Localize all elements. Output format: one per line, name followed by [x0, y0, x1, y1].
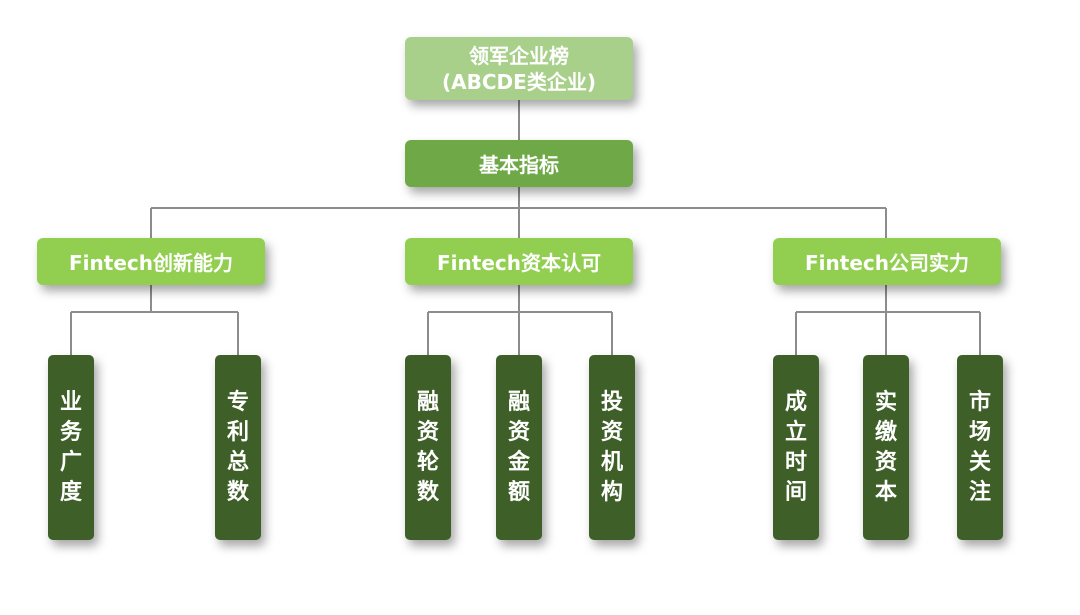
- leaf-char: 注: [968, 479, 991, 505]
- leaf-char: 间: [784, 479, 807, 505]
- leaf-char: 投: [600, 389, 623, 415]
- leaf-char: 总: [226, 449, 249, 475]
- leaf-char: 场: [968, 419, 991, 445]
- category-innovation-node: Fintech创新能力: [37, 238, 265, 285]
- leaf-char: 机: [600, 449, 623, 475]
- root-subtitle: (ABCDE类企业): [442, 69, 596, 94]
- basic-indicators-label: 基本指标: [479, 153, 559, 177]
- leaf-char: 成: [784, 389, 807, 415]
- leaf-char: 广: [59, 449, 82, 475]
- leaf-char: 额: [507, 479, 530, 505]
- leaf-business-breadth: 业务广度: [48, 355, 94, 540]
- leaf-char: 构: [600, 479, 623, 505]
- leaf-char: 缴: [874, 419, 897, 445]
- leaf-market-attention: 市场关注: [957, 355, 1003, 540]
- leaf-char: 业: [59, 389, 82, 415]
- leaf-char: 轮: [416, 449, 439, 475]
- leaf-funding-rounds: 融资轮数: [405, 355, 451, 540]
- leaf-char: 资: [507, 419, 530, 445]
- leaf-funding-amount: 融资金额: [496, 355, 542, 540]
- leaf-char: 专: [226, 389, 249, 415]
- category-strength-node: Fintech公司实力: [773, 238, 1001, 285]
- leaf-char: 务: [59, 419, 82, 445]
- leaf-patent-total: 专利总数: [215, 355, 261, 540]
- leaf-char: 数: [226, 479, 249, 505]
- category-capital-node: Fintech资本认可: [405, 238, 633, 285]
- leaf-char: 本: [874, 479, 897, 505]
- category-strength-label: Fintech公司实力: [805, 251, 969, 275]
- leaf-char: 数: [416, 479, 439, 505]
- basic-indicators-node: 基本指标: [405, 140, 633, 187]
- leaf-char: 资: [416, 419, 439, 445]
- leaf-char: 关: [968, 449, 991, 475]
- leaf-char: 立: [784, 419, 807, 445]
- root-title: 领军企业榜: [469, 43, 569, 68]
- leaf-char: 利: [226, 419, 249, 445]
- leaf-char: 度: [59, 479, 82, 505]
- category-capital-label: Fintech资本认可: [437, 251, 601, 275]
- leaf-char: 市: [968, 389, 991, 415]
- leaf-char: 资: [874, 449, 897, 475]
- leaf-char: 融: [507, 389, 530, 415]
- leaf-char: 融: [416, 389, 439, 415]
- leaf-paid-capital: 实缴资本: [863, 355, 909, 540]
- leaf-investors: 投资机构: [589, 355, 635, 540]
- category-innovation-label: Fintech创新能力: [69, 251, 233, 275]
- leaf-char: 实: [874, 389, 897, 415]
- leaf-char: 金: [507, 449, 530, 475]
- root-node: 领军企业榜 (ABCDE类企业): [405, 37, 633, 100]
- leaf-char: 时: [784, 449, 807, 475]
- leaf-founding-time: 成立时间: [773, 355, 819, 540]
- leaf-char: 资: [600, 419, 623, 445]
